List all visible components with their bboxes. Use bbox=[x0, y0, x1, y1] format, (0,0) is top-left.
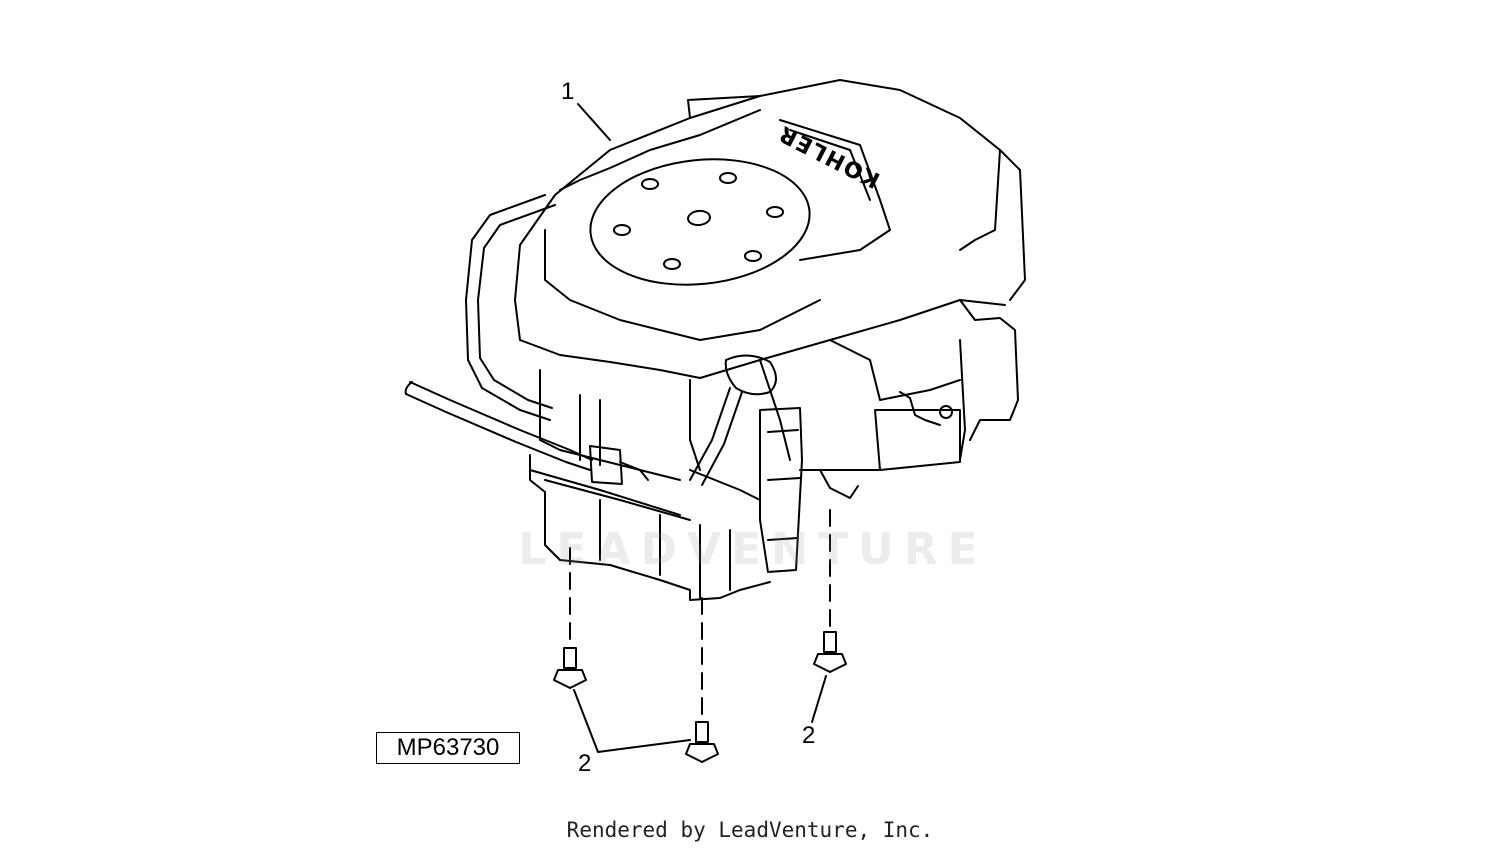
mounting-bolt-left bbox=[553, 647, 587, 689]
mounting-bolt-right bbox=[813, 631, 847, 673]
mounting-bolt-center bbox=[685, 721, 719, 763]
engine-base bbox=[529, 454, 771, 601]
flywheel-screen bbox=[589, 158, 811, 286]
starter-motor bbox=[759, 407, 803, 573]
engine-block bbox=[539, 299, 1019, 499]
fuel-line bbox=[404, 381, 593, 471]
callout-1-leader bbox=[577, 103, 611, 141]
callout-2a-leader bbox=[573, 689, 691, 753]
fuel-filter bbox=[589, 445, 649, 485]
callout-bolt-right: 2 bbox=[802, 722, 816, 749]
figure-id-label: MP63730 bbox=[376, 732, 520, 764]
callout-2b-leader bbox=[811, 675, 827, 723]
handle-bar bbox=[465, 194, 556, 421]
dipstick bbox=[689, 354, 777, 486]
engine-shroud bbox=[514, 79, 1026, 379]
callout-engine: 1 bbox=[561, 78, 575, 105]
watermark: LEADVENTURE bbox=[518, 524, 988, 575]
alignment-lines bbox=[569, 509, 831, 719]
callout-bolt-left: 2 bbox=[578, 750, 592, 777]
footer-credit: Rendered by LeadVenture, Inc. bbox=[566, 818, 934, 842]
